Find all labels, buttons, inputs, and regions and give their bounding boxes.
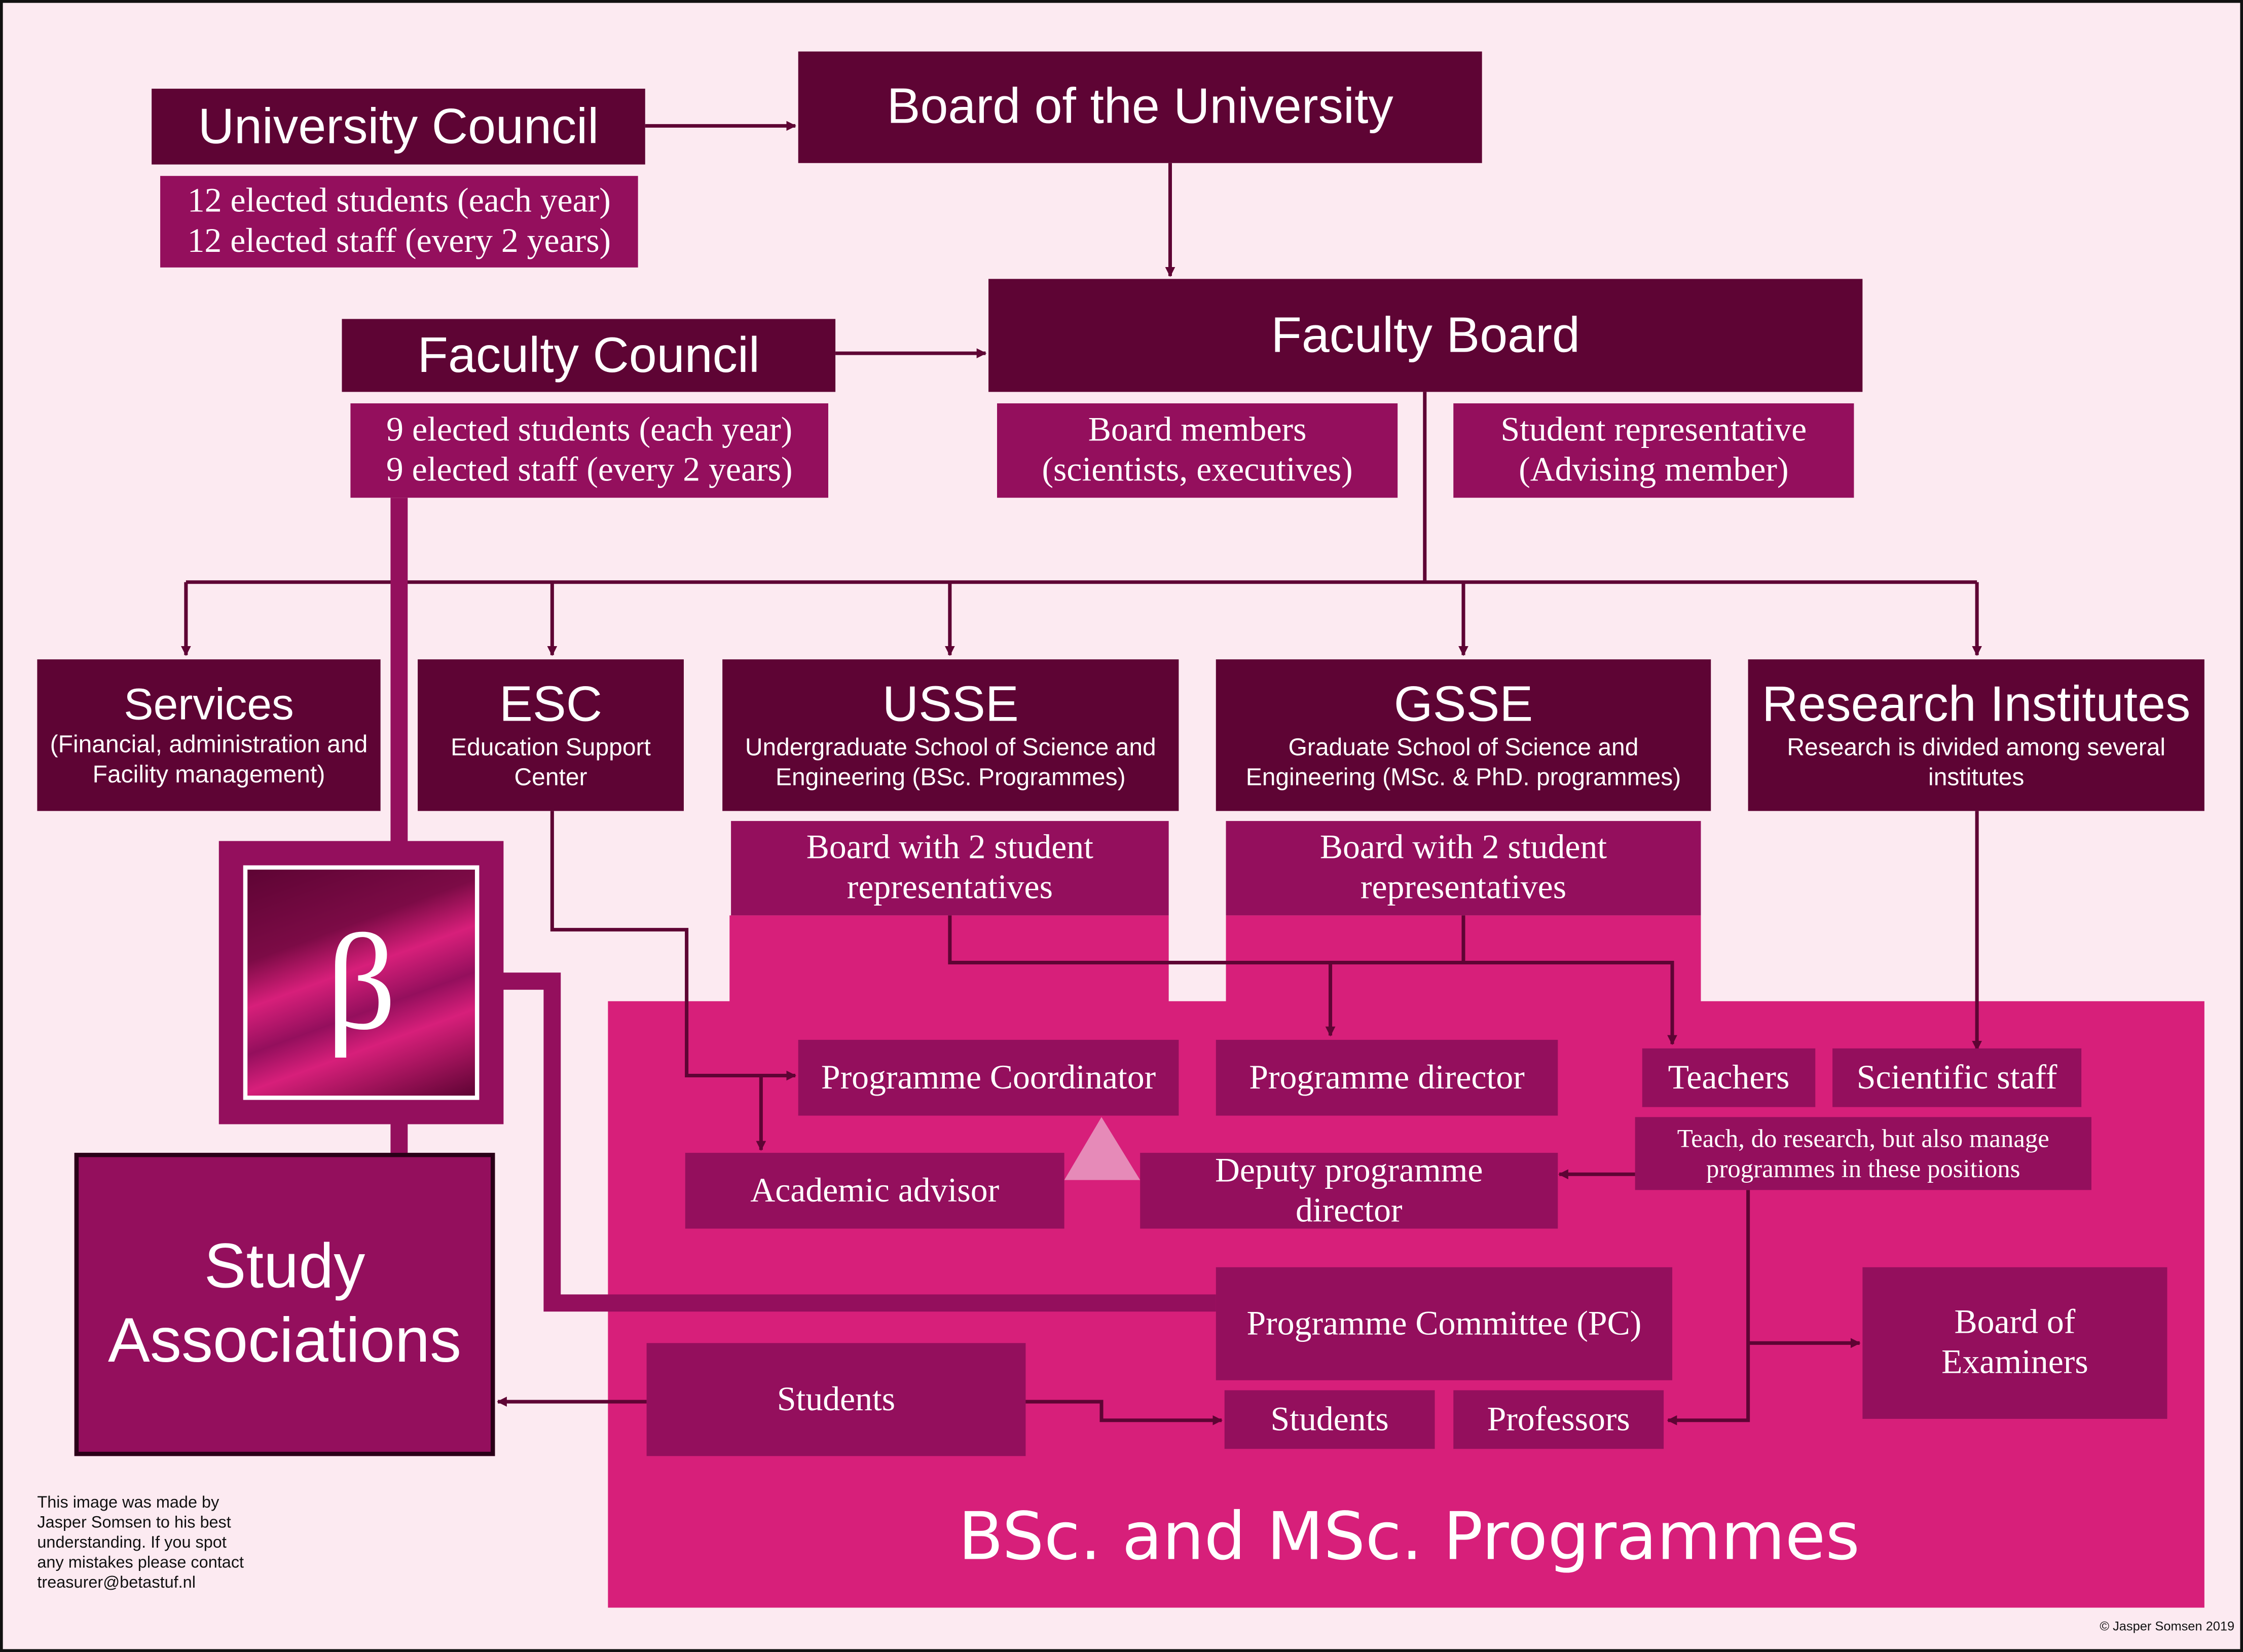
fb-members-line1: Board members: [1088, 411, 1307, 449]
teachers-label: Teachers: [1668, 1059, 1790, 1097]
students-label: Students: [777, 1381, 896, 1418]
research-institutes-box: Research Institutes Research is divided …: [1748, 659, 2204, 811]
esc-box: ESC Education Support Center: [418, 659, 684, 811]
board-of-examiners-box: Board of Examiners: [1862, 1267, 2167, 1419]
research-desc-line1: Research is divided among several: [1787, 733, 2166, 761]
usse-desc-line2: Engineering (BSc. Programmes): [775, 764, 1126, 791]
fc-members-line1: 9 elected students (each year): [386, 411, 793, 449]
gsse-box: GSSE Graduate School of Science and Engi…: [1216, 659, 1711, 811]
disclaimer-line2: Jasper Somsen to his best: [37, 1515, 231, 1532]
triangle-marker: [1064, 1117, 1141, 1180]
programme-committee-label: Programme Committee (PC): [1246, 1305, 1642, 1342]
gsse-desc-line2: Engineering (MSc. & PhD. programmes): [1245, 764, 1681, 791]
disclaimer: This image was made by Jasper Somsen to …: [37, 1493, 244, 1594]
link-logo-to-pc: [500, 972, 1216, 1312]
university-council-title: University Council: [198, 98, 599, 154]
gsse-board-line1: Board with 2 student: [1319, 830, 1607, 867]
gsse-desc-line1: Graduate School of Science and: [1288, 733, 1639, 761]
fb-rep-line1: Student representative: [1500, 411, 1807, 449]
university-council-members: 12 elected students (each year) 12 elect…: [160, 176, 638, 268]
fb-rep-line2: (Advising member): [1519, 452, 1789, 490]
pc-students-label: Students: [1270, 1401, 1389, 1439]
faculty-council-members: 9 elected students (each year) 9 elected…: [350, 403, 828, 498]
gsse-board-line2: representatives: [1360, 870, 1567, 907]
teachers-note-box: Teach, do research, but also manage prog…: [1635, 1117, 2091, 1190]
programmes-title: BSc. and MSc. Programmes: [958, 1497, 1860, 1575]
pc-professors-label: Professors: [1487, 1401, 1630, 1439]
line-teachers-down: [1667, 1190, 1750, 1425]
programme-director-box: Programme director: [1216, 1039, 1558, 1116]
services-desc-line1: (Financial, administration and: [50, 731, 368, 758]
deputy-director-box: Deputy programme director: [1140, 1152, 1558, 1229]
fc-members-line2: 9 elected staff (every 2 years): [386, 452, 793, 490]
usse-board-line1: Board with 2 student: [806, 830, 1094, 867]
faculty-board-box: Faculty Board: [988, 279, 1863, 392]
study-associations-box: Study Associations: [74, 1152, 495, 1456]
gsse-board: Board with 2 student representatives: [1226, 821, 1701, 916]
pc-professors-box: Professors: [1453, 1390, 1664, 1449]
gsse-title: GSSE: [1393, 677, 1533, 733]
teachers-note-line1: Teach, do research, but also manage: [1677, 1123, 2049, 1152]
arrow-students-to-pc: [1024, 1400, 1223, 1425]
copyright: © Jasper Somsen 2019: [2100, 1619, 2235, 1634]
disclaimer-line5: treasurer@betastuf.nl: [37, 1574, 196, 1592]
scientific-staff-label: Scientific staff: [1856, 1059, 2057, 1097]
usse-desc-line1: Undergraduate School of Science and: [745, 733, 1156, 761]
programme-committee-box: Programme Committee (PC): [1216, 1267, 1673, 1380]
students-box: Students: [646, 1343, 1026, 1456]
usse-board-line2: representatives: [847, 870, 1053, 907]
line-gsse-board: [1331, 915, 1465, 1035]
services-title: Services: [124, 679, 294, 730]
teachers-box: Teachers: [1642, 1048, 1816, 1107]
usse-box: USSE Undergraduate School of Science and…: [722, 659, 1179, 811]
academic-advisor-label: Academic advisor: [750, 1172, 1000, 1210]
programme-coordinator-label: Programme Coordinator: [821, 1059, 1156, 1097]
usse-title: USSE: [882, 677, 1019, 733]
board-of-university-box: Board of the University: [798, 51, 1482, 163]
faculty-council-title: Faculty Council: [417, 326, 760, 383]
research-title: Research Institutes: [1761, 677, 2191, 733]
line-usse-board: [948, 915, 1677, 1045]
beta-logo: β: [218, 841, 504, 1124]
pc-students-box: Students: [1224, 1390, 1435, 1449]
study-associations-line1: Study: [204, 1231, 365, 1302]
examiners-line1: Board of: [1954, 1304, 2076, 1342]
deputy-line1: Deputy programme: [1215, 1152, 1483, 1189]
faculty-council-box: Faculty Council: [342, 319, 836, 392]
usse-board: Board with 2 student representatives: [731, 821, 1169, 916]
beta-symbol: β: [326, 905, 396, 1059]
faculty-board-student-rep: Student representative (Advising member): [1453, 403, 1854, 498]
services-desc-line2: Facility management): [92, 761, 325, 789]
disclaimer-line3: understanding. If you spot: [37, 1534, 227, 1552]
fb-members-line2: (scientists, executives): [1042, 452, 1353, 490]
research-desc-line2: institutes: [1928, 764, 2025, 791]
academic-advisor-box: Academic advisor: [685, 1152, 1064, 1229]
esc-desc-line1: Education Support: [451, 733, 651, 761]
faculty-board-members: Board members (scientists, executives): [997, 403, 1398, 498]
teachers-note-line2: programmes in these positions: [1706, 1153, 2020, 1182]
esc-desc-line2: Center: [514, 764, 587, 791]
examiners-line2: Examiners: [1941, 1344, 2088, 1382]
board-of-university-title: Board of the University: [887, 79, 1393, 135]
beta-logo-inner: β: [243, 865, 480, 1100]
uc-members-line2: 12 elected staff (every 2 years): [187, 223, 611, 260]
esc-title: ESC: [499, 677, 603, 733]
scientific-staff-box: Scientific staff: [1832, 1048, 2082, 1107]
university-council-box: University Council: [152, 88, 645, 165]
services-box: Services (Financial, administration and …: [37, 659, 381, 811]
arrow-esc-to-coordinator: [550, 811, 797, 1081]
uc-members-line1: 12 elected students (each year): [187, 183, 611, 220]
programme-coordinator-box: Programme Coordinator: [798, 1039, 1179, 1116]
study-associations-line2: Associations: [108, 1305, 462, 1376]
disclaimer-line4: any mistakes please contact: [37, 1555, 244, 1572]
faculty-board-title: Faculty Board: [1271, 307, 1580, 363]
disclaimer-line1: This image was made by: [37, 1494, 219, 1512]
deputy-line2: director: [1295, 1192, 1403, 1229]
programme-director-label: Programme director: [1249, 1059, 1525, 1097]
